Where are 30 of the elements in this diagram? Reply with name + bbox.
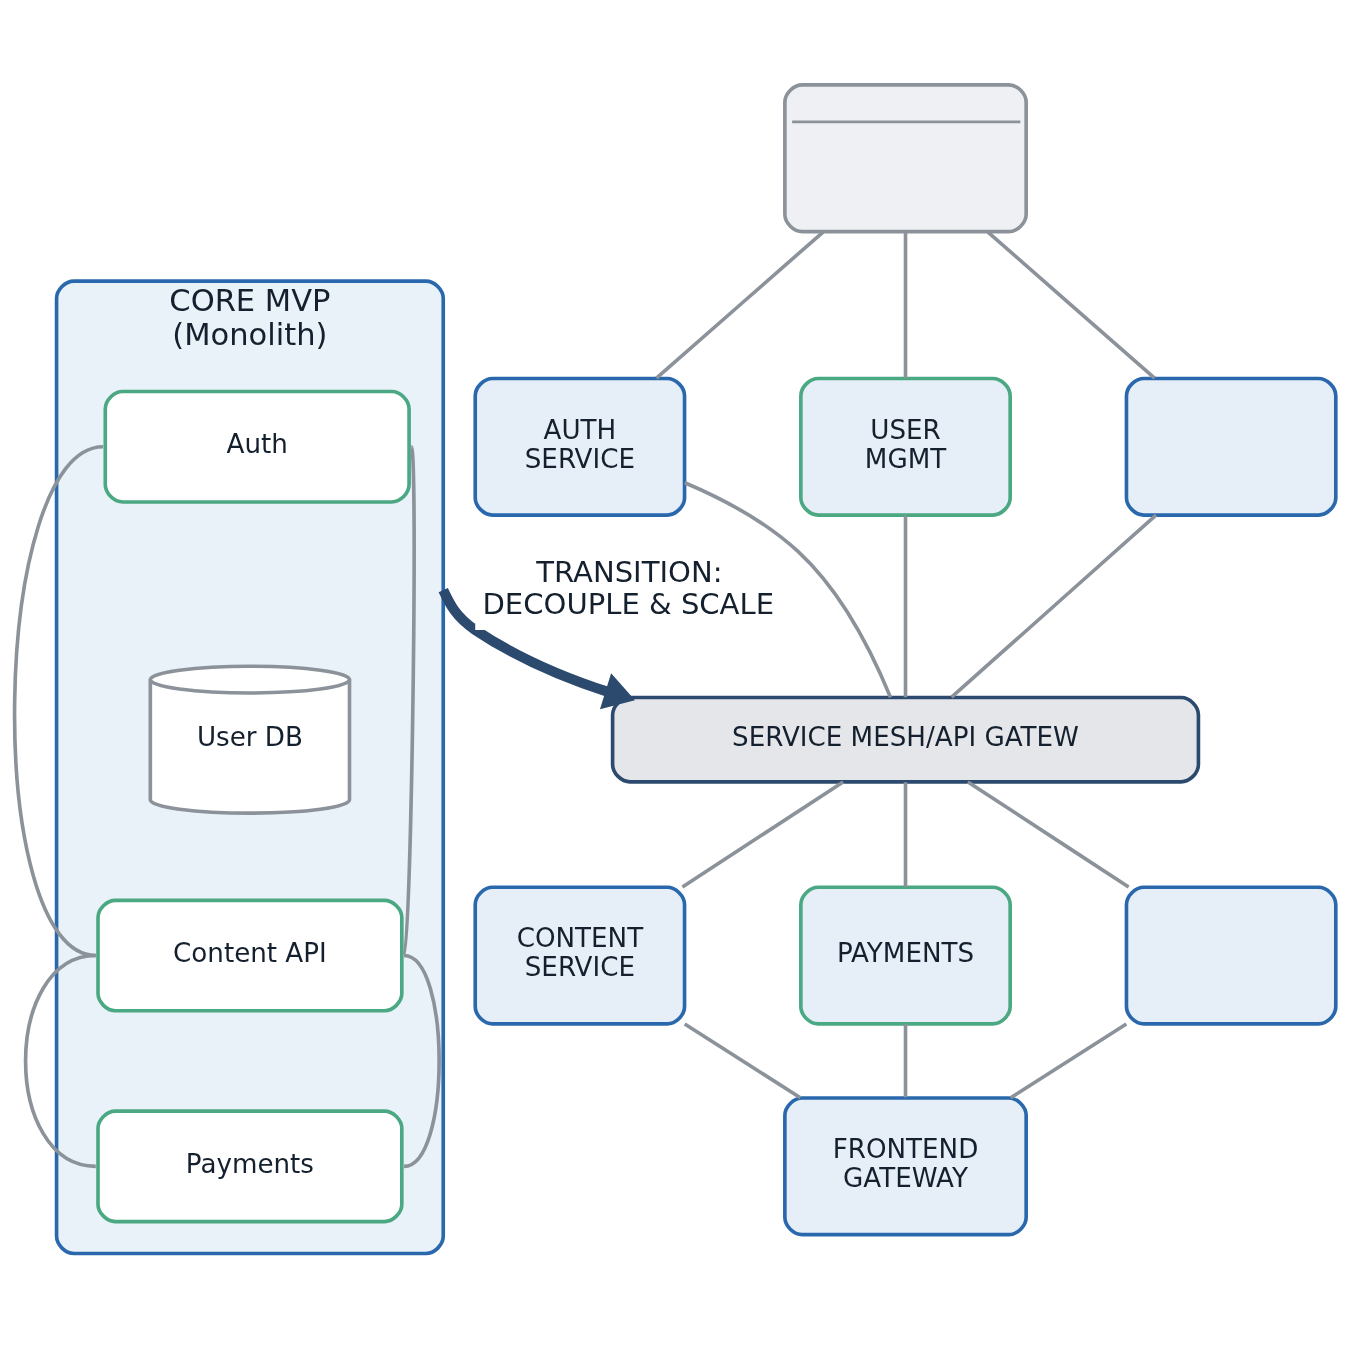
edge-label: TRANSITION: DECOUPLE & SCALE (482, 554, 775, 621)
node-box: SERVICE MESH/API GATEW (610, 695, 1201, 784)
node-box: PAYMENTS (799, 885, 1012, 1026)
connector (12, 445, 104, 958)
connector (683, 1022, 802, 1100)
connector (986, 230, 1156, 380)
connector (1009, 1022, 1128, 1100)
connector (966, 780, 1130, 889)
node-box: FRONTEND GATEWAY (783, 1096, 1028, 1237)
connector (23, 953, 97, 1169)
node-box: USER MGMT (799, 376, 1012, 517)
node-box (1124, 885, 1338, 1026)
node-box (783, 83, 1028, 234)
connector (903, 231, 908, 379)
connector (403, 953, 441, 1169)
node-box: Payments (96, 1109, 404, 1224)
connector (903, 515, 908, 698)
connector (903, 782, 908, 888)
node-box (1124, 376, 1338, 517)
node-box: AUTH SERVICE (473, 376, 687, 517)
connector (684, 481, 893, 699)
node-box: Content API (96, 898, 404, 1013)
connector (950, 513, 1158, 699)
node-box: CONTENT SERVICE (473, 885, 687, 1026)
connector (903, 1023, 908, 1098)
node-box: Auth (103, 389, 411, 504)
connector (681, 780, 845, 889)
arrow (438, 587, 635, 710)
connector (402, 446, 416, 956)
connector (655, 230, 825, 380)
